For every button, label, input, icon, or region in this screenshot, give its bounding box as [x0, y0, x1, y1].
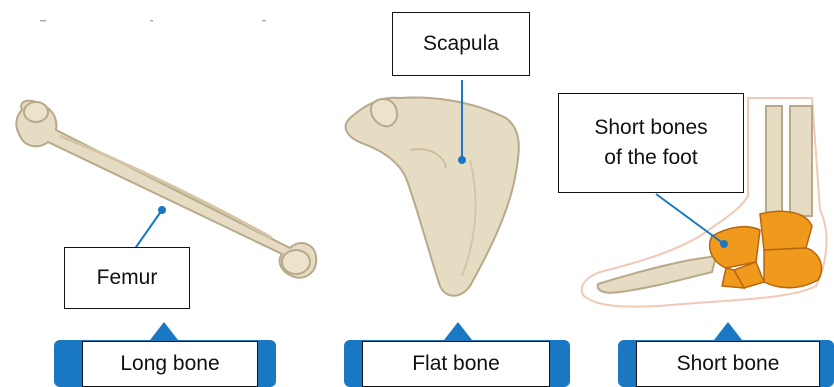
femur-label: Femur	[64, 247, 190, 309]
foot-callout-dot	[721, 241, 727, 247]
foot-bones-label-line-1: Short bones	[594, 113, 707, 143]
short-bone-pointer	[714, 322, 742, 340]
foot-callout-line	[656, 194, 724, 244]
scapula-label-text: Scapula	[423, 29, 499, 59]
long-bone-pointer	[150, 322, 178, 340]
foot-bones-label-line-2: of the foot	[604, 143, 697, 173]
long-bone-label: Long bone	[82, 341, 258, 387]
scan-marks	[40, 20, 266, 22]
femur-callout-dot	[159, 207, 165, 213]
tarsal-bones-highlight	[710, 211, 822, 288]
femur-callout-line	[134, 210, 162, 250]
scapula-illustration	[346, 98, 519, 296]
foot-bones-label: Short bones of the foot	[558, 93, 744, 193]
scapula-label: Scapula	[392, 12, 530, 76]
femur-label-text: Femur	[97, 263, 158, 293]
scapula-callout-dot	[459, 157, 465, 163]
flat-bone-pointer	[444, 322, 472, 340]
short-bone-label-text: Short bone	[677, 349, 780, 379]
short-bone-label: Short bone	[636, 341, 820, 387]
flat-bone-label-text: Flat bone	[412, 349, 500, 379]
flat-bone-label: Flat bone	[362, 341, 550, 387]
long-bone-label-text: Long bone	[120, 349, 219, 379]
